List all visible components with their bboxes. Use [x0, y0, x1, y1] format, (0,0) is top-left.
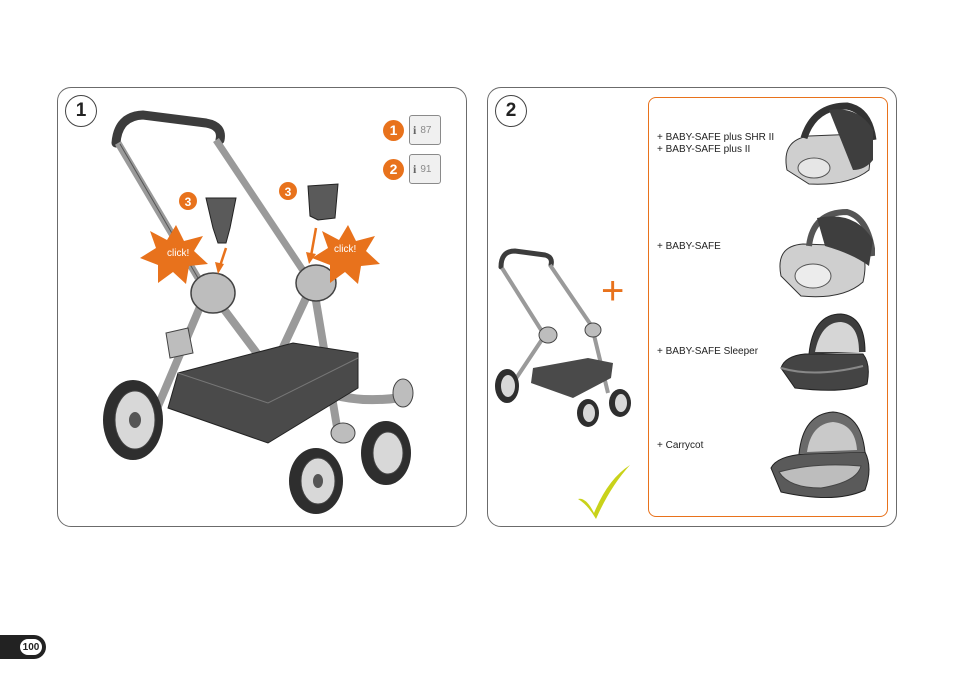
- baby-safe-plus-seat-image: [785, 102, 877, 185]
- step-2-panel: 2 + + BABY-SAFE plus SHR II + BABY-SAFE …: [487, 87, 897, 527]
- step-number: 1: [65, 95, 97, 127]
- reference-page: 91: [420, 163, 432, 175]
- reference-page: 87: [420, 124, 432, 136]
- check-icon: [578, 465, 630, 519]
- reference-badge: 1: [383, 119, 404, 141]
- seat-option-3: + BABY-SAFE Sleeper: [657, 346, 759, 357]
- svg-text:3: 3: [185, 195, 192, 209]
- click-star-icon: [312, 225, 380, 284]
- page-number-tab: 100: [0, 635, 46, 659]
- stroller-frame-illustration: click! click! 3 3: [103, 110, 414, 514]
- stroller-small-illustration: [495, 248, 631, 427]
- plus-icon: +: [601, 269, 625, 313]
- seat-option-2: + BABY-SAFE: [657, 241, 721, 252]
- click-label: click!: [334, 244, 356, 255]
- step-badge-icon: [279, 182, 297, 200]
- seat-option-4: + Carrycot: [657, 440, 704, 451]
- carrycot-image: [770, 411, 870, 498]
- reference-2: 2 i 91: [383, 154, 441, 184]
- baby-safe-sleeper-image: [780, 313, 869, 391]
- svg-text:3: 3: [285, 185, 292, 199]
- car-seat-options: + BABY-SAFE plus SHR II + BABY-SAFE plus…: [648, 97, 888, 517]
- click-label: click!: [167, 248, 189, 259]
- click-star-icon: [140, 225, 208, 284]
- step-badge-icon: [179, 192, 197, 210]
- info-book-icon: i 87: [409, 115, 441, 145]
- page-number: 100: [20, 639, 42, 655]
- info-book-icon: i 91: [409, 154, 441, 184]
- baby-safe-seat-image: [779, 208, 875, 298]
- step-1-panel: 1 1 i 87 2 i 91: [57, 87, 467, 527]
- step-number: 2: [495, 95, 527, 127]
- seat-option-1: + BABY-SAFE plus SHR II + BABY-SAFE plus…: [657, 132, 775, 155]
- reference-badge: 2: [383, 158, 404, 180]
- reference-1: 1 i 87: [383, 115, 441, 145]
